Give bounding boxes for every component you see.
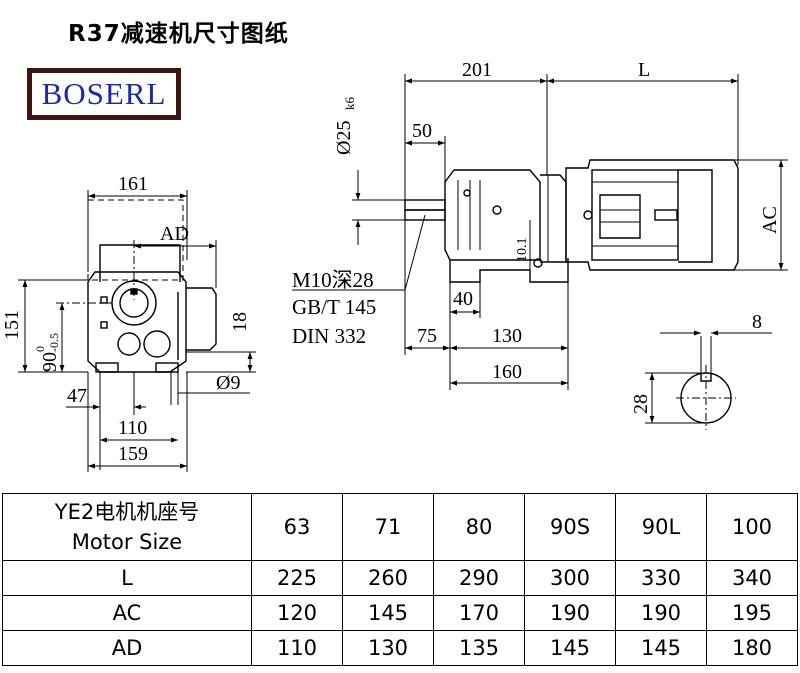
table-header-row: YE2电机机座号 Motor Size 63 71 80 90S 90L 100 [2, 493, 798, 561]
dim-label-47: 47 [67, 385, 87, 407]
dim-label-90-lower: -0.5 [47, 333, 61, 352]
side-view-motor-plate [654, 209, 678, 221]
dim-label-151: 151 [1, 310, 23, 340]
brand-logo: BOSERL [27, 68, 181, 120]
side-view-terminal [599, 194, 641, 239]
side-view-motor-fins [592, 181, 678, 247]
front-view-output-bearing [111, 280, 157, 326]
table-cell: 330 [615, 560, 707, 596]
note-m10: M10深28 [292, 268, 374, 292]
dim-label-201: 201 [462, 59, 492, 81]
side-view-foot [449, 258, 569, 283]
table-cell: 195 [706, 595, 798, 631]
side-view-terminal-lines [600, 209, 640, 223]
dim-label-ad: AD [160, 223, 189, 245]
front-view-housing [87, 271, 187, 373]
table-row-label: AD [2, 630, 252, 666]
dim-label-160: 160 [492, 361, 522, 383]
table-cell: 290 [433, 560, 525, 596]
dim-label-40: 40 [453, 288, 473, 310]
front-view-bolt-1 [100, 296, 108, 304]
leader-m10-arrow [404, 214, 426, 291]
dim-label-50: 50 [412, 120, 432, 142]
table-cell: 180 [706, 630, 798, 666]
motor-size-table: YE2电机机座号 Motor Size 63 71 80 90S 90L 100… [2, 493, 798, 666]
dim-label-90-base: 90 [39, 352, 61, 372]
dim-label-159: 159 [118, 443, 148, 465]
side-view-dimension-labels: 201 L Ø25 k6 50 AC 10.1 40 75 130 160 M1… [292, 59, 781, 383]
side-view-shaft-tip [404, 199, 446, 211]
dim-label-25: Ø25 [333, 121, 355, 155]
table-header-label-en: Motor Size [71, 530, 183, 554]
technical-drawing: 161 AD 151 90 0 -0.5 18 Ø9 47 110 159 [1, 59, 788, 472]
dim-label-10: 10.1 [515, 238, 530, 263]
table-row-label: L [2, 560, 252, 596]
side-view-flange [540, 174, 567, 263]
dim-label-110: 110 [118, 417, 147, 439]
dim-label-8: 8 [752, 311, 762, 333]
side-view [404, 159, 739, 283]
front-view-foot-right [155, 362, 179, 373]
front-view-foot-left [95, 362, 119, 373]
table-cell: 340 [706, 560, 798, 596]
table-cell: 145 [342, 595, 434, 631]
table-row: AC 120 145 170 190 190 195 [2, 595, 798, 631]
front-view-bolt-2 [100, 321, 108, 329]
brand-logo-text: BOSERL [41, 76, 167, 111]
front-view-terminal-box [186, 287, 217, 351]
table-cell: 130 [342, 630, 434, 666]
dim-label-25-tol: k6 [342, 97, 357, 111]
side-view-motor [565, 159, 739, 271]
side-view-dimension-lines [292, 74, 788, 390]
table-cell: 170 [433, 595, 525, 631]
table-cell: 225 [251, 560, 343, 596]
table-header-size: 80 [433, 493, 525, 561]
table-header-size: 90S [524, 493, 616, 561]
dim-label-90: 90 [39, 352, 61, 372]
front-view-top-flange [99, 244, 181, 282]
table-header-label: YE2电机机座号 Motor Size [2, 493, 252, 561]
table-row-label: AC [2, 595, 252, 631]
table-cell: 120 [251, 595, 343, 631]
side-view-drain [533, 258, 543, 268]
front-view-plug-left [117, 332, 141, 356]
key-section [676, 365, 736, 430]
side-view-motor-bolt [583, 210, 593, 220]
table-cell: 110 [251, 630, 343, 666]
table-row: L 225 260 290 300 330 340 [2, 560, 798, 596]
dim-label-l: L [638, 59, 650, 81]
table-cell: 145 [615, 630, 707, 666]
front-view-plug-right [143, 330, 171, 358]
dim-label-75: 75 [417, 325, 437, 347]
dim-label-161: 161 [118, 173, 148, 195]
dim-label-18: 18 [229, 312, 251, 332]
page-title: R37减速机尺寸图纸 [68, 21, 289, 47]
dim-label-ac: AC [759, 206, 781, 234]
table-header-size: 100 [706, 493, 798, 561]
front-view-dimension-lines [18, 190, 256, 472]
table-header-label-cn: YE2电机机座号 [54, 500, 200, 524]
table-cell: 300 [524, 560, 616, 596]
note-din: DIN 332 [292, 324, 366, 348]
table-header-size: 71 [342, 493, 434, 561]
table-header-size: 90L [615, 493, 707, 561]
table-cell: 190 [524, 595, 616, 631]
dim-label-130: 130 [492, 325, 522, 347]
table-cell: 135 [433, 630, 525, 666]
front-view-dimension-labels: 161 AD 151 90 0 -0.5 18 Ø9 47 110 159 [1, 173, 251, 465]
side-view-gear-housing [444, 169, 541, 261]
key-section-dimension-lines [645, 330, 772, 424]
table-header-size: 63 [251, 493, 343, 561]
table-cell: 145 [524, 630, 616, 666]
note-gbt: GB/T 145 [292, 295, 376, 319]
dim-label-28: 28 [630, 394, 652, 414]
dim-label-9: Ø9 [216, 372, 240, 394]
side-view-fan-cover [678, 169, 713, 263]
side-view-bolt [463, 189, 471, 197]
table-cell: 260 [342, 560, 434, 596]
table-cell: 190 [615, 595, 707, 631]
dim-label-90-upper: 0 [33, 346, 47, 352]
table-row: AD 110 130 135 145 145 180 [2, 630, 798, 666]
side-view-vent [492, 205, 502, 215]
